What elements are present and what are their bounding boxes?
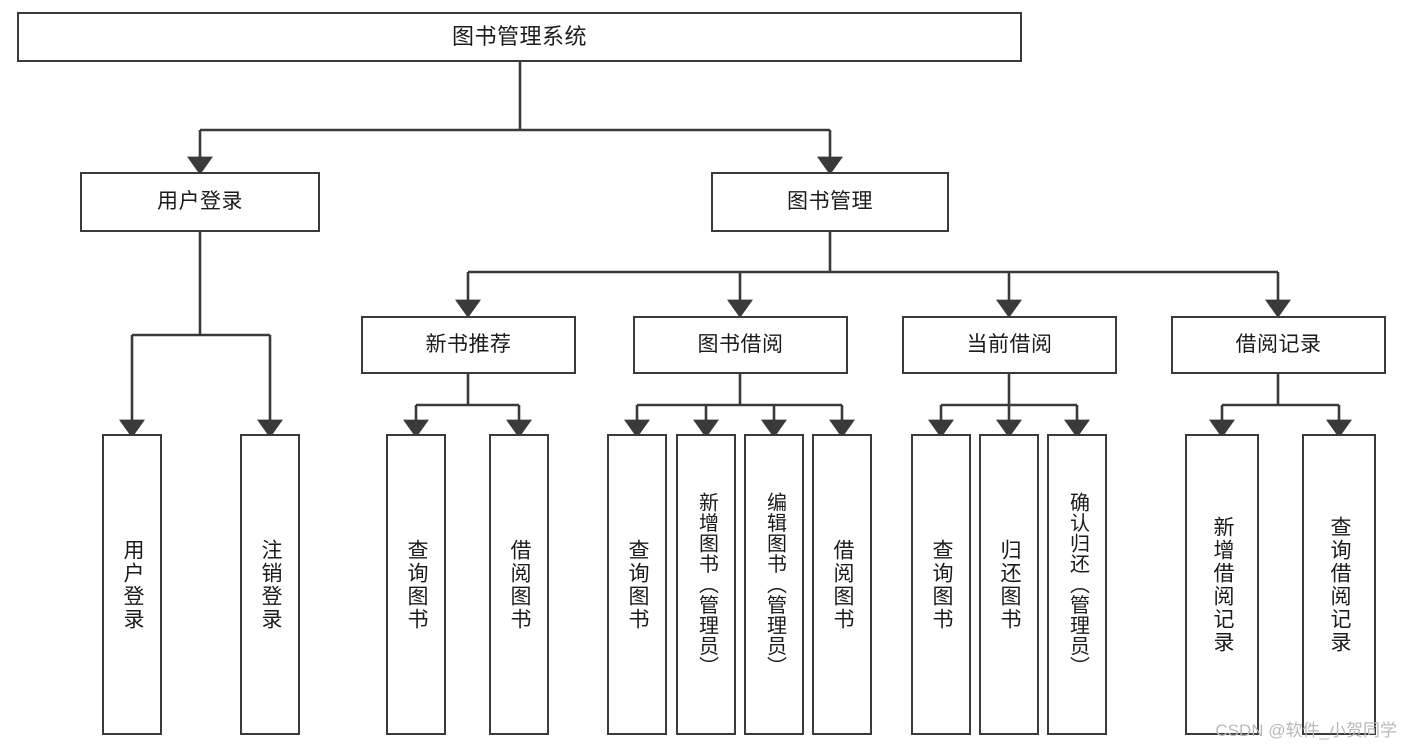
leaf-borrow-book[interactable]: 借阅图书 bbox=[812, 434, 872, 735]
leaf-query-book-borrow[interactable]: 查询图书 bbox=[607, 434, 667, 735]
node-borrow-record[interactable]: 借阅记录 bbox=[1171, 316, 1386, 374]
node-label: 确认归还（管理员） bbox=[1066, 492, 1089, 677]
node-label: 借阅图书 bbox=[508, 538, 532, 631]
node-label: 新增借阅记录 bbox=[1211, 515, 1235, 654]
node-user-login[interactable]: 用户登录 bbox=[80, 172, 320, 232]
node-label: 当前借阅 bbox=[966, 332, 1053, 356]
node-label: 查询借阅记录 bbox=[1328, 515, 1352, 654]
leaf-add-borrow-record[interactable]: 新增借阅记录 bbox=[1185, 434, 1259, 735]
node-label: 用户登录 bbox=[121, 538, 145, 631]
leaf-edit-book-admin[interactable]: 编辑图书（管理员） bbox=[744, 434, 804, 735]
node-root-book-management-system[interactable]: 图书管理系统 bbox=[17, 12, 1022, 62]
leaf-query-book-recommend[interactable]: 查询图书 bbox=[386, 434, 446, 735]
leaf-add-book-admin[interactable]: 新增图书（管理员） bbox=[676, 434, 736, 735]
leaf-borrow-book-recommend[interactable]: 借阅图书 bbox=[489, 434, 549, 735]
node-label: 新增图书（管理员） bbox=[695, 492, 718, 677]
node-book-manage[interactable]: 图书管理 bbox=[711, 172, 949, 232]
node-label: 图书管理 bbox=[787, 189, 873, 213]
leaf-user-login[interactable]: 用户登录 bbox=[102, 434, 162, 735]
node-label: 图书管理系统 bbox=[451, 24, 587, 50]
leaf-confirm-return-admin[interactable]: 确认归还（管理员） bbox=[1047, 434, 1107, 735]
node-label: 查询图书 bbox=[930, 538, 954, 631]
leaf-logout-login[interactable]: 注销登录 bbox=[240, 434, 300, 735]
node-label: 归还图书 bbox=[998, 538, 1022, 631]
node-current-borrow[interactable]: 当前借阅 bbox=[902, 316, 1117, 374]
node-label: 新书推荐 bbox=[425, 332, 512, 356]
node-label: 借阅图书 bbox=[831, 538, 855, 631]
leaf-query-book-current[interactable]: 查询图书 bbox=[911, 434, 971, 735]
leaf-query-borrow-record[interactable]: 查询借阅记录 bbox=[1302, 434, 1376, 735]
leaf-return-book[interactable]: 归还图书 bbox=[979, 434, 1039, 735]
node-label: 用户登录 bbox=[157, 189, 243, 213]
node-label: 注销登录 bbox=[259, 538, 283, 631]
node-label: 借阅记录 bbox=[1235, 332, 1322, 356]
node-label: 查询图书 bbox=[626, 538, 650, 631]
node-label: 编辑图书（管理员） bbox=[763, 492, 786, 677]
node-book-borrow[interactable]: 图书借阅 bbox=[633, 316, 848, 374]
watermark: CSDN @软件_小贺同学 bbox=[1215, 721, 1397, 740]
node-label: 查询图书 bbox=[405, 538, 429, 631]
node-label: 图书借阅 bbox=[697, 332, 784, 356]
node-new-book-recommend[interactable]: 新书推荐 bbox=[361, 316, 576, 374]
